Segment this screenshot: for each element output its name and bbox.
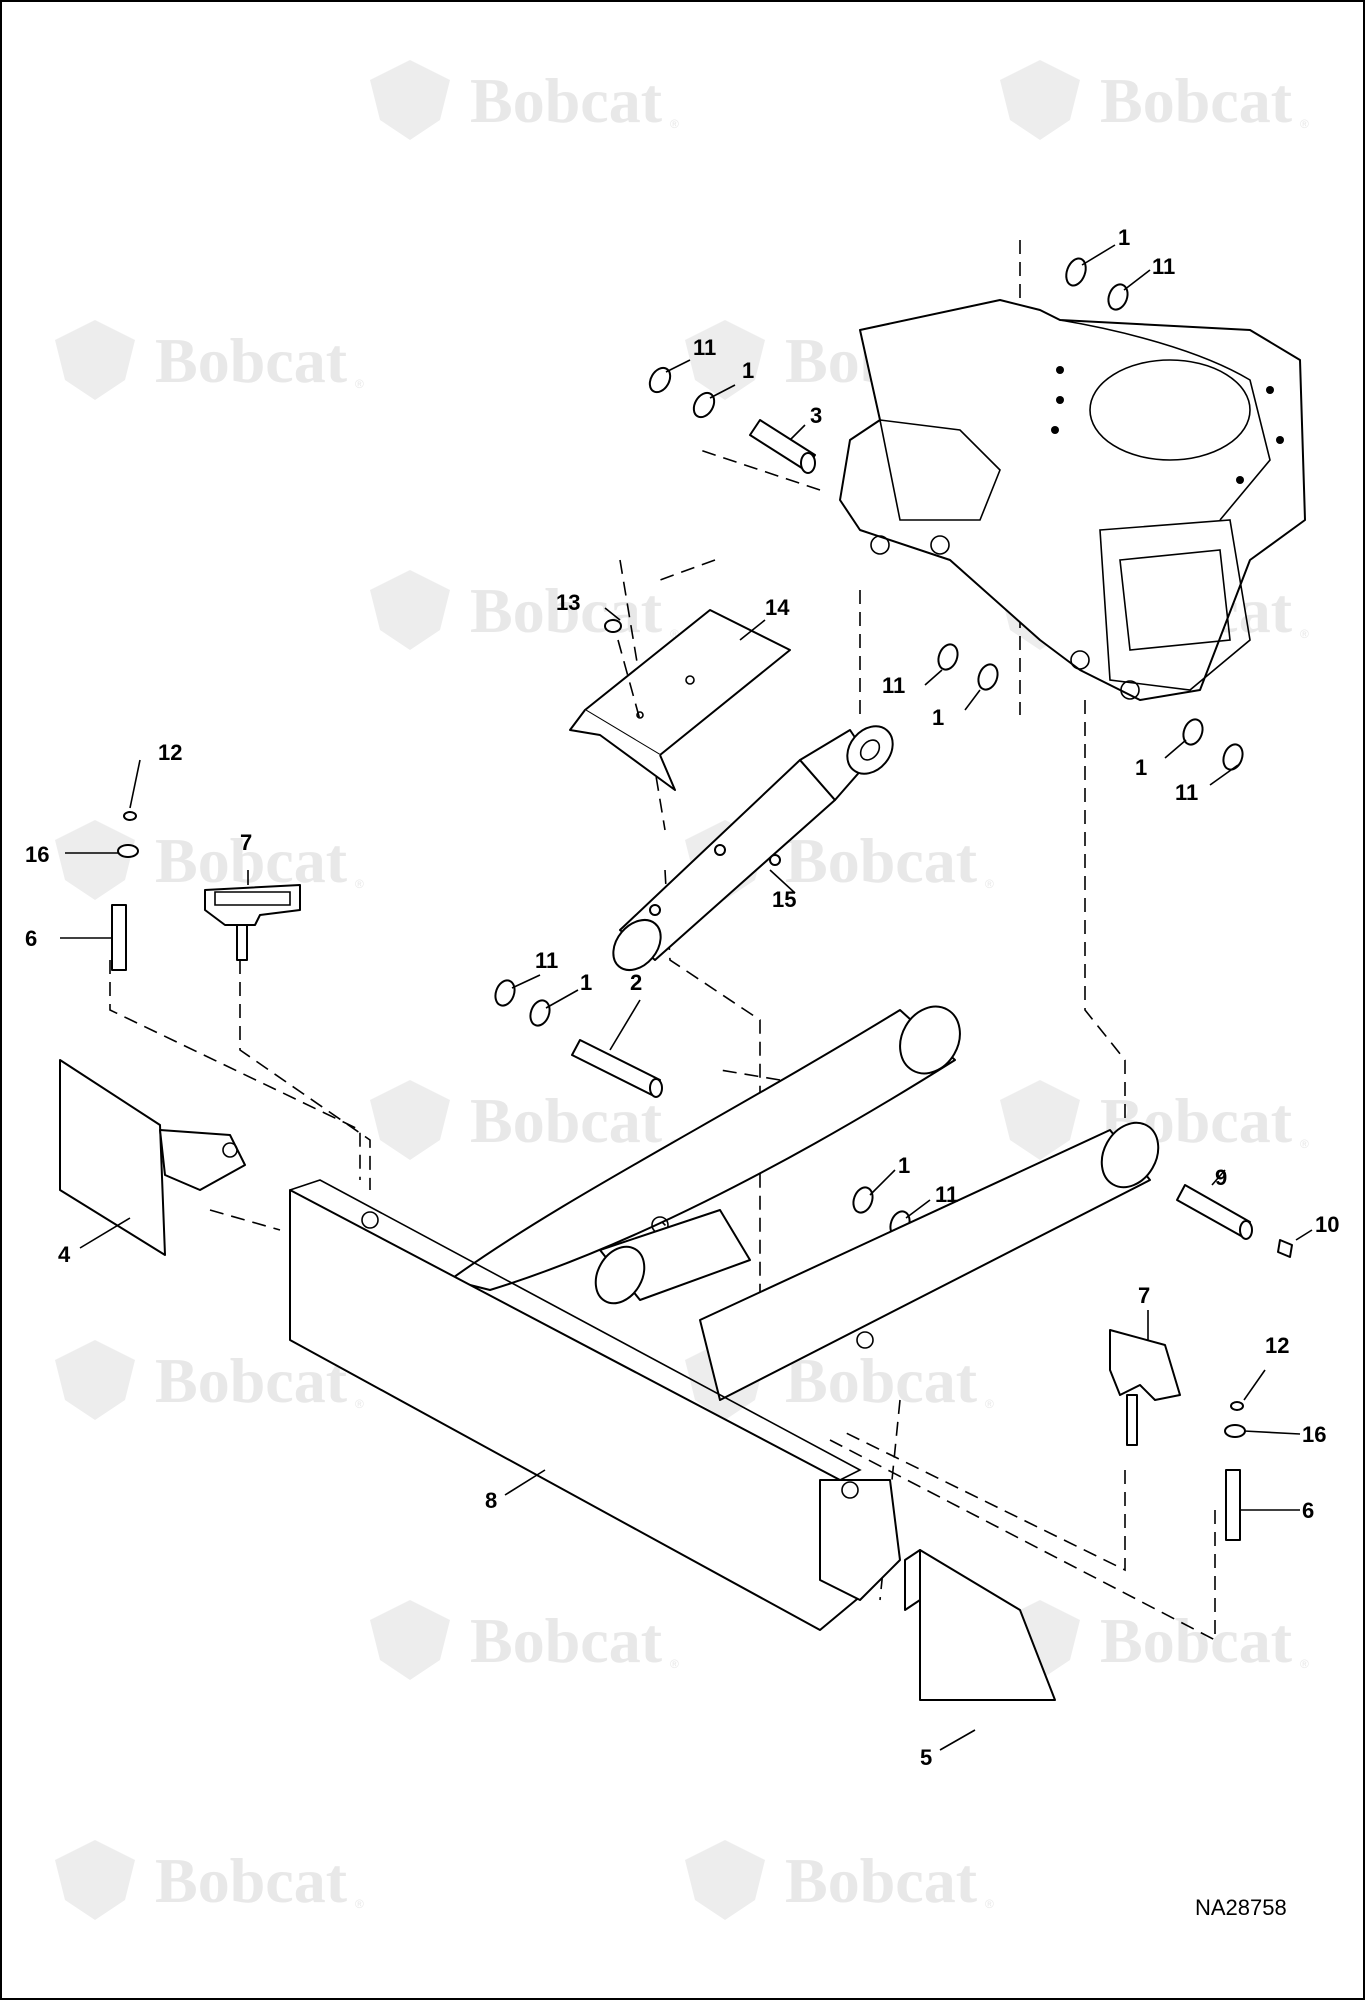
watermark: Bobcat ® (55, 320, 364, 400)
pin-9 (1176, 1184, 1253, 1240)
svg-text:®: ® (355, 1897, 364, 1911)
handle-pin-7-left (204, 884, 301, 961)
watermark: Bobcat ® (55, 820, 364, 900)
pin-3 (749, 419, 816, 474)
svg-text:®: ® (355, 377, 364, 391)
callout: 13 (556, 590, 580, 615)
svg-text:Bobcat: Bobcat (155, 325, 348, 396)
callout: 1 (1118, 225, 1130, 250)
svg-text:®: ® (1300, 627, 1309, 641)
callout: 11 (1175, 780, 1198, 805)
callout: 11 (882, 673, 905, 698)
cover-14 (569, 609, 791, 791)
callout: 8 (485, 1488, 497, 1513)
svg-text:®: ® (1300, 1657, 1309, 1671)
svg-text:Bobcat: Bobcat (155, 1845, 348, 1916)
blade-assembly-8 (289, 1005, 1160, 1631)
nut-10 (1277, 1239, 1293, 1258)
washers (494, 257, 1244, 1238)
svg-text:®: ® (985, 1897, 994, 1911)
callout: 11 (693, 335, 716, 360)
callout: 3 (810, 403, 822, 428)
svg-text:Bobcat: Bobcat (470, 1085, 663, 1156)
callout: 1 (932, 705, 944, 730)
cylinder-15 (612, 725, 894, 972)
grease-fitting-13 (604, 619, 622, 633)
end-plate-4 (59, 1059, 246, 1256)
pin-6-right (1225, 1469, 1241, 1541)
svg-text:Bobcat: Bobcat (1100, 65, 1293, 136)
watermark: Bobcat ® (1000, 1600, 1309, 1680)
svg-text:Bobcat: Bobcat (470, 575, 663, 646)
callout-labels: 1 11 11 1 3 13 14 11 1 1 11 12 16 6 7 15… (25, 225, 1339, 1770)
svg-text:®: ® (670, 117, 679, 131)
callout: 11 (935, 1182, 958, 1207)
watermark: Bobcat ® (370, 1600, 679, 1680)
svg-text:Bobcat: Bobcat (1100, 1605, 1293, 1676)
leader-lines (60, 244, 1313, 1751)
svg-text:®: ® (670, 1657, 679, 1671)
watermark: Bobcat ® (370, 60, 679, 140)
callout: 6 (25, 926, 37, 951)
callout: 14 (765, 595, 790, 620)
callout: 16 (1302, 1422, 1326, 1447)
svg-text:®: ® (355, 877, 364, 891)
svg-text:®: ® (985, 877, 994, 891)
washer-16-left (117, 844, 139, 858)
handle-pin-7-right (1109, 1329, 1181, 1446)
svg-text:®: ® (985, 1397, 994, 1411)
callout: 15 (772, 887, 796, 912)
end-plate-5 (904, 1549, 1056, 1701)
callout: 11 (535, 948, 558, 973)
watermark: Bobcat ® (1000, 1080, 1309, 1160)
callout: 10 (1315, 1212, 1339, 1237)
svg-text:Bobcat: Bobcat (470, 1605, 663, 1676)
callout: 11 (1152, 254, 1175, 279)
watermark: Bobcat ® (370, 1080, 679, 1160)
drawing-code: NA28758 (1195, 1895, 1287, 1920)
swing-frame (839, 299, 1306, 701)
callout: 6 (1302, 1498, 1314, 1523)
clip-12-right (1230, 1401, 1244, 1411)
callout: 12 (158, 740, 182, 765)
callout: 1 (580, 970, 592, 995)
callout: 1 (898, 1153, 910, 1178)
svg-text:Bobcat: Bobcat (785, 1345, 978, 1416)
svg-text:Bobcat: Bobcat (785, 1845, 978, 1916)
pin-2 (571, 1039, 663, 1098)
svg-text:®: ® (670, 627, 679, 641)
watermark: Bobcat ® (55, 1340, 364, 1420)
svg-text:Bobcat: Bobcat (785, 825, 978, 896)
callout: 9 (1215, 1165, 1227, 1190)
svg-text:Bobcat: Bobcat (470, 65, 663, 136)
callout: 4 (58, 1242, 71, 1267)
washer-16-right (1224, 1424, 1246, 1438)
callout: 5 (920, 1745, 932, 1770)
svg-text:®: ® (1300, 1137, 1309, 1151)
watermark: Bobcat ® (370, 570, 679, 650)
clip-12-left (123, 811, 137, 821)
callout: 1 (1135, 755, 1147, 780)
watermark: Bobcat ® (685, 1840, 994, 1920)
callout: 12 (1265, 1333, 1289, 1358)
watermark: Bobcat ® (1000, 60, 1309, 140)
callout: 7 (1138, 1283, 1150, 1308)
callout: 7 (240, 830, 252, 855)
svg-text:®: ® (1300, 117, 1309, 131)
callout: 2 (630, 970, 642, 995)
pin-6-left (111, 904, 127, 971)
callout: 1 (742, 358, 754, 383)
svg-text:Bobcat: Bobcat (155, 1345, 348, 1416)
watermark: Bobcat ® (55, 1840, 364, 1920)
svg-text:®: ® (355, 1397, 364, 1411)
svg-text:Bobcat: Bobcat (155, 825, 348, 896)
callout: 16 (25, 842, 49, 867)
